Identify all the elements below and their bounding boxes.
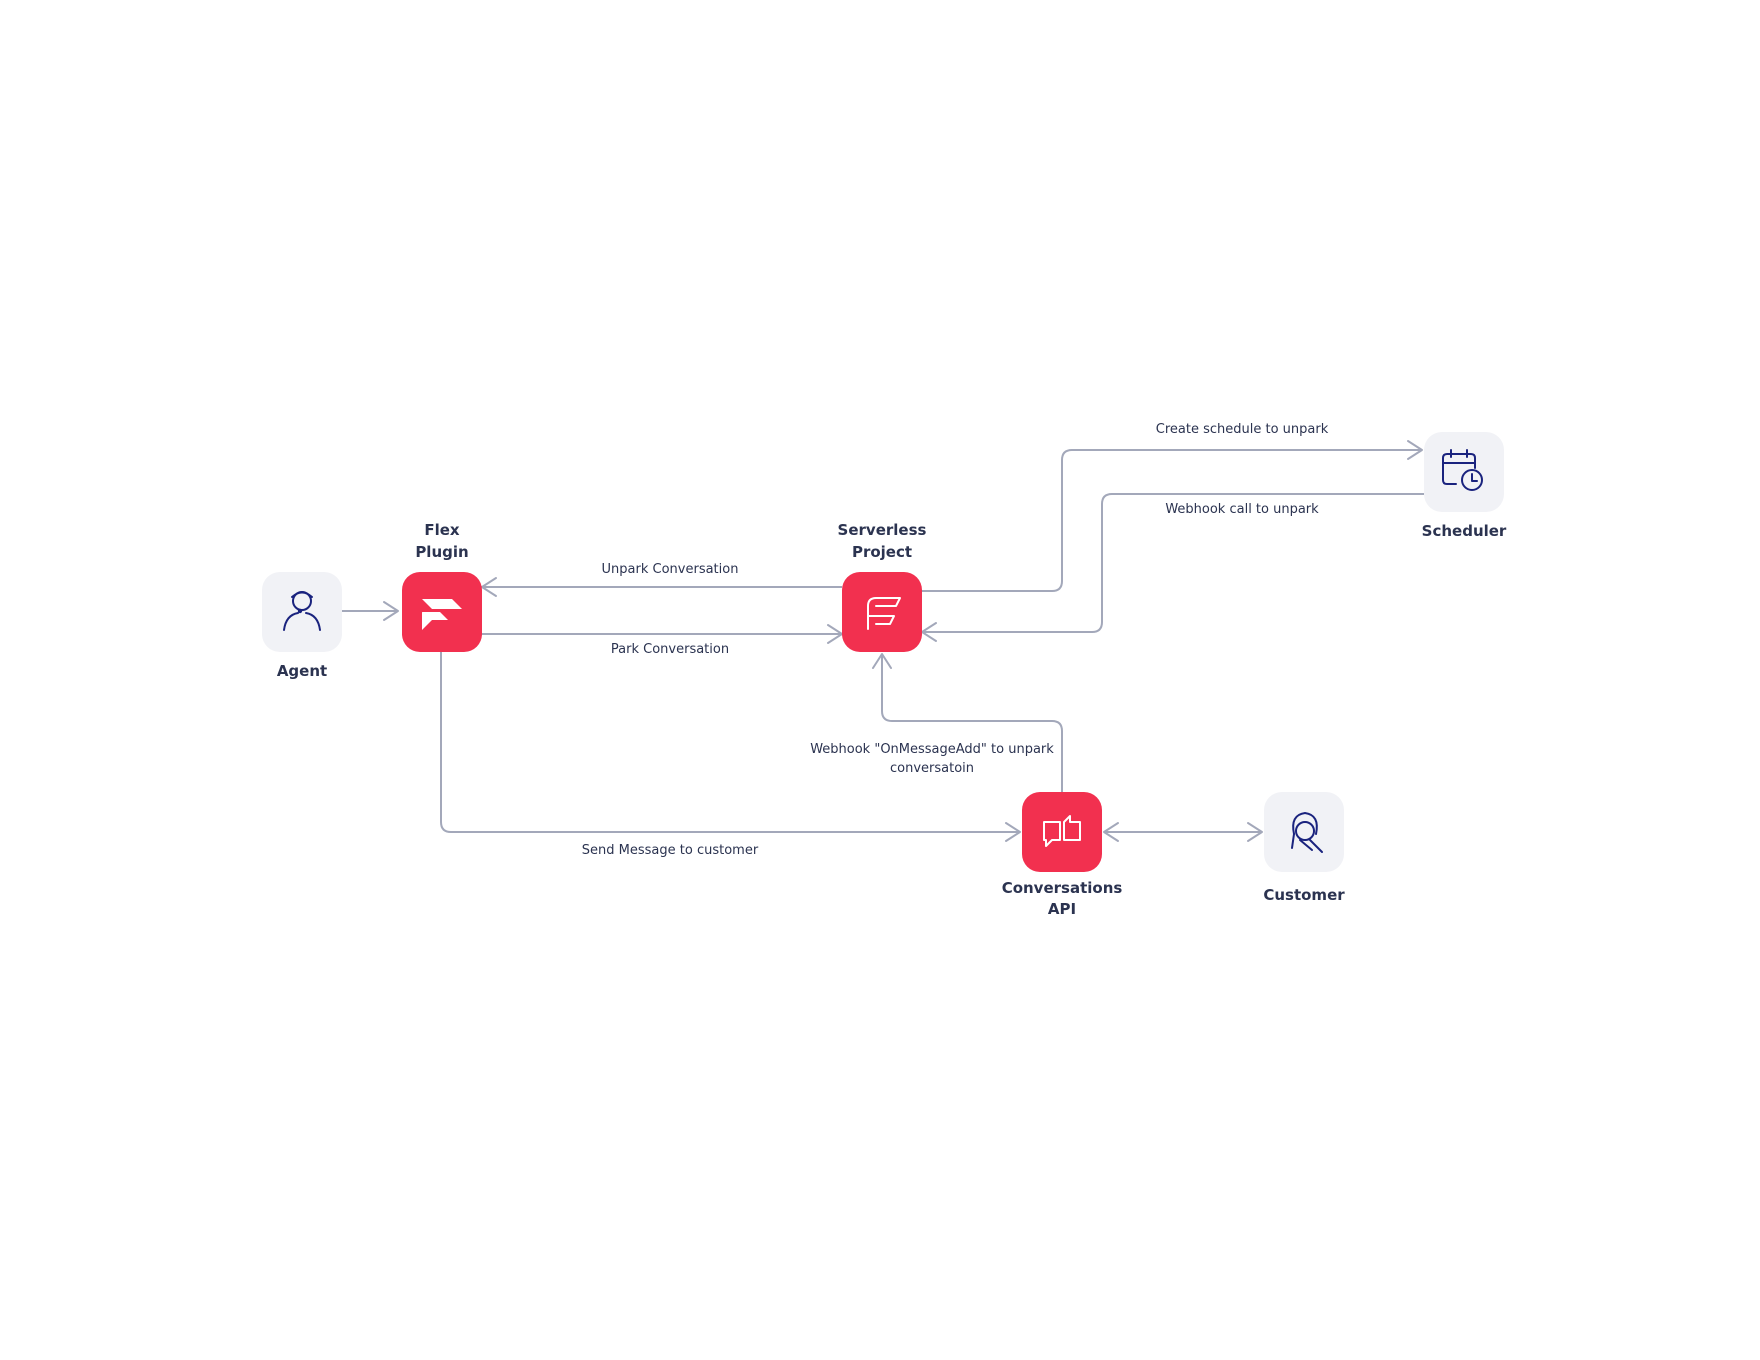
- agent-headset-icon: [283, 591, 321, 631]
- conversations-icon: [1043, 815, 1081, 847]
- edge-label-webhook-onmessage-1: Webhook "OnMessageAdd" to unpark: [810, 742, 1054, 757]
- edge-label-park: Park Conversation: [611, 642, 729, 657]
- edge-webhook-onmessageadd: [872, 653, 1063, 792]
- customer-label: Customer: [1263, 886, 1345, 904]
- serverless-label-line1: Serverless: [838, 521, 927, 539]
- node-flex-plugin[interactable]: Flex Plugin: [402, 521, 482, 652]
- scheduler-label: Scheduler: [1422, 522, 1507, 540]
- flex-plugin-tile: [402, 572, 482, 652]
- edge-label-webhook-call: Webhook call to unpark: [1165, 502, 1319, 517]
- serverless-functions-icon: [867, 597, 901, 630]
- flex-plugin-label-line2: Plugin: [415, 543, 468, 561]
- node-serverless-project[interactable]: Serverless Project: [838, 521, 927, 652]
- edge-conversations-customer: [1103, 822, 1263, 842]
- edge-send-message: [440, 652, 1021, 842]
- edge-agent-to-flex: [342, 601, 399, 621]
- node-customer[interactable]: Customer: [1263, 792, 1345, 904]
- customer-tile: [1264, 792, 1344, 872]
- scheduler-tile: [1424, 432, 1504, 512]
- flex-logo-icon: [422, 599, 462, 630]
- serverless-label-line2: Project: [852, 543, 912, 561]
- conversations-label-line2: API: [1048, 900, 1076, 918]
- node-agent[interactable]: Agent: [262, 572, 342, 680]
- node-scheduler[interactable]: Scheduler: [1422, 432, 1507, 540]
- edge-label-unpark: Unpark Conversation: [602, 562, 739, 577]
- edge-create-schedule: [922, 440, 1423, 592]
- conversations-label-line1: Conversations: [1002, 879, 1123, 897]
- edge-label-send-message: Send Message to customer: [582, 843, 759, 858]
- edge-label-webhook-onmessage-2: conversatoin: [890, 761, 974, 776]
- flex-plugin-label-line1: Flex: [424, 521, 460, 539]
- edge-label-create-schedule: Create schedule to unpark: [1156, 422, 1329, 437]
- node-conversations-api[interactable]: Conversations API: [1002, 792, 1123, 918]
- customer-person-icon: [1291, 812, 1323, 853]
- agent-tile: [262, 572, 342, 652]
- edge-unpark-conversation: [481, 577, 842, 597]
- calendar-clock-icon: [1442, 449, 1483, 491]
- agent-label: Agent: [277, 662, 327, 680]
- conversations-tile: [1022, 792, 1102, 872]
- edge-park-conversation: [482, 624, 843, 644]
- serverless-tile: [842, 572, 922, 652]
